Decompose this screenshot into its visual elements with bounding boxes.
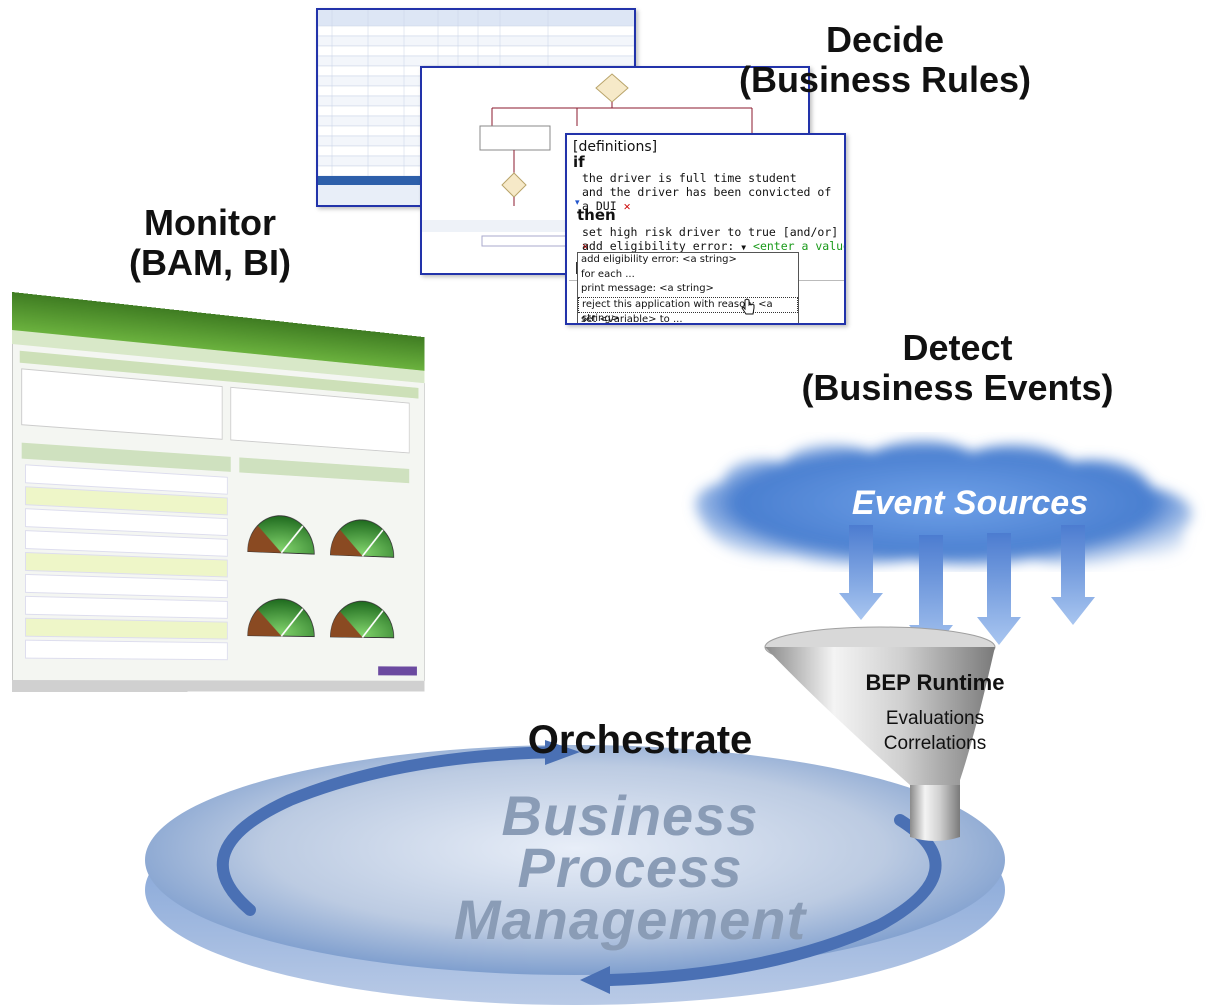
dropdown-arrow-icon[interactable]: ▼ (741, 243, 747, 252)
completion-menu-item[interactable]: for each ... (581, 268, 635, 280)
event-arrows (839, 525, 1095, 653)
detect-title: Detect (902, 327, 1013, 368)
decision-table-row (318, 25, 634, 37)
decision-table-row (318, 35, 634, 47)
delete-condition-icon[interactable]: ✕ (623, 199, 631, 213)
rule-editor-window: [definitions] if the driver is full time… (565, 133, 846, 325)
dashboard-news-item (26, 596, 228, 618)
condition-line-2[interactable]: and the driver has been convicted of a D… (582, 185, 844, 213)
detect-subtitle: (Business Events) (801, 367, 1114, 409)
bep-correlations: Correlations (883, 733, 987, 754)
bpm-label-line-3: Management (453, 888, 807, 951)
bep-funnel (764, 626, 996, 841)
monitor-heading: Monitor (BAM, BI) (100, 202, 320, 284)
action-line-2-text: add eligibility error: (582, 239, 735, 253)
completion-menu-item[interactable]: print message: <a string> (581, 283, 714, 294)
dashboard-news-item (26, 531, 228, 557)
event-sources-label: Event Sources (851, 484, 1089, 522)
bpm-platform (145, 740, 1005, 1005)
action-line-1[interactable]: set high risk driver to true [and/or] ✕ (582, 225, 844, 253)
decision-table-row (318, 45, 634, 57)
delete-action-1-icon[interactable]: ✕ (582, 239, 589, 253)
dashboard-news-item (26, 618, 228, 639)
event-arrow-4 (1051, 525, 1095, 625)
bpm-label-line-2: Process (517, 836, 743, 899)
action-line-2[interactable]: add eligibility error: ▼ <enter a value>… (582, 239, 844, 253)
dashboard-graphic (12, 292, 425, 692)
bpm-label-line-1: Business (501, 784, 759, 847)
value-placeholder[interactable]: <enter a value> (753, 239, 844, 253)
orchestrate-heading: Orchestrate (527, 718, 753, 762)
dashboard-news-item (26, 509, 228, 536)
event-arrow-2 (909, 535, 953, 653)
decide-title: Decide (825, 19, 945, 60)
definitions-keyword: [definitions] (573, 139, 658, 155)
then-keyword: then (577, 206, 616, 224)
decision-table-row (318, 55, 634, 67)
event-arrow-3 (977, 533, 1021, 645)
decide-heading: Decide (Business Rules) (700, 19, 1070, 101)
dashboard-news-item (26, 574, 228, 597)
bep-runtime-title: BEP Runtime (865, 670, 1005, 695)
insert-caret-icon[interactable]: ▾ (575, 197, 580, 207)
dashboard-screenshot (12, 292, 425, 692)
completion-menu-item[interactable]: add eligibility error: <a string> (581, 254, 737, 265)
hand-cursor-icon (741, 298, 755, 315)
if-keyword: if (573, 153, 585, 171)
completion-menu-item[interactable]: reject this application with reason: <a … (578, 296, 798, 323)
monitor-title: Monitor (144, 202, 276, 243)
action-line-1-text: set high risk driver to true [and/or] (582, 225, 839, 239)
decide-subtitle: (Business Rules) (738, 59, 1032, 101)
completion-menu-item[interactable]: set <variable> to ... (581, 314, 683, 325)
bep-evaluations: Evaluations (885, 708, 985, 729)
event-arrow-1 (839, 525, 883, 620)
completion-menu[interactable]: add eligibility error: <a string> for eac… (577, 252, 799, 325)
bpm-label: Business Process Management (360, 784, 900, 951)
condition-line-2-text: and the driver has been convicted of a D… (582, 185, 832, 213)
condition-line-1[interactable]: the driver is full time student (582, 171, 797, 185)
monitor-subtitle: (BAM, BI) (129, 242, 291, 284)
dashboard-news-item (26, 553, 228, 577)
detect-heading: Detect (Business Events) (765, 327, 1150, 409)
dashboard-news-item (26, 640, 228, 660)
